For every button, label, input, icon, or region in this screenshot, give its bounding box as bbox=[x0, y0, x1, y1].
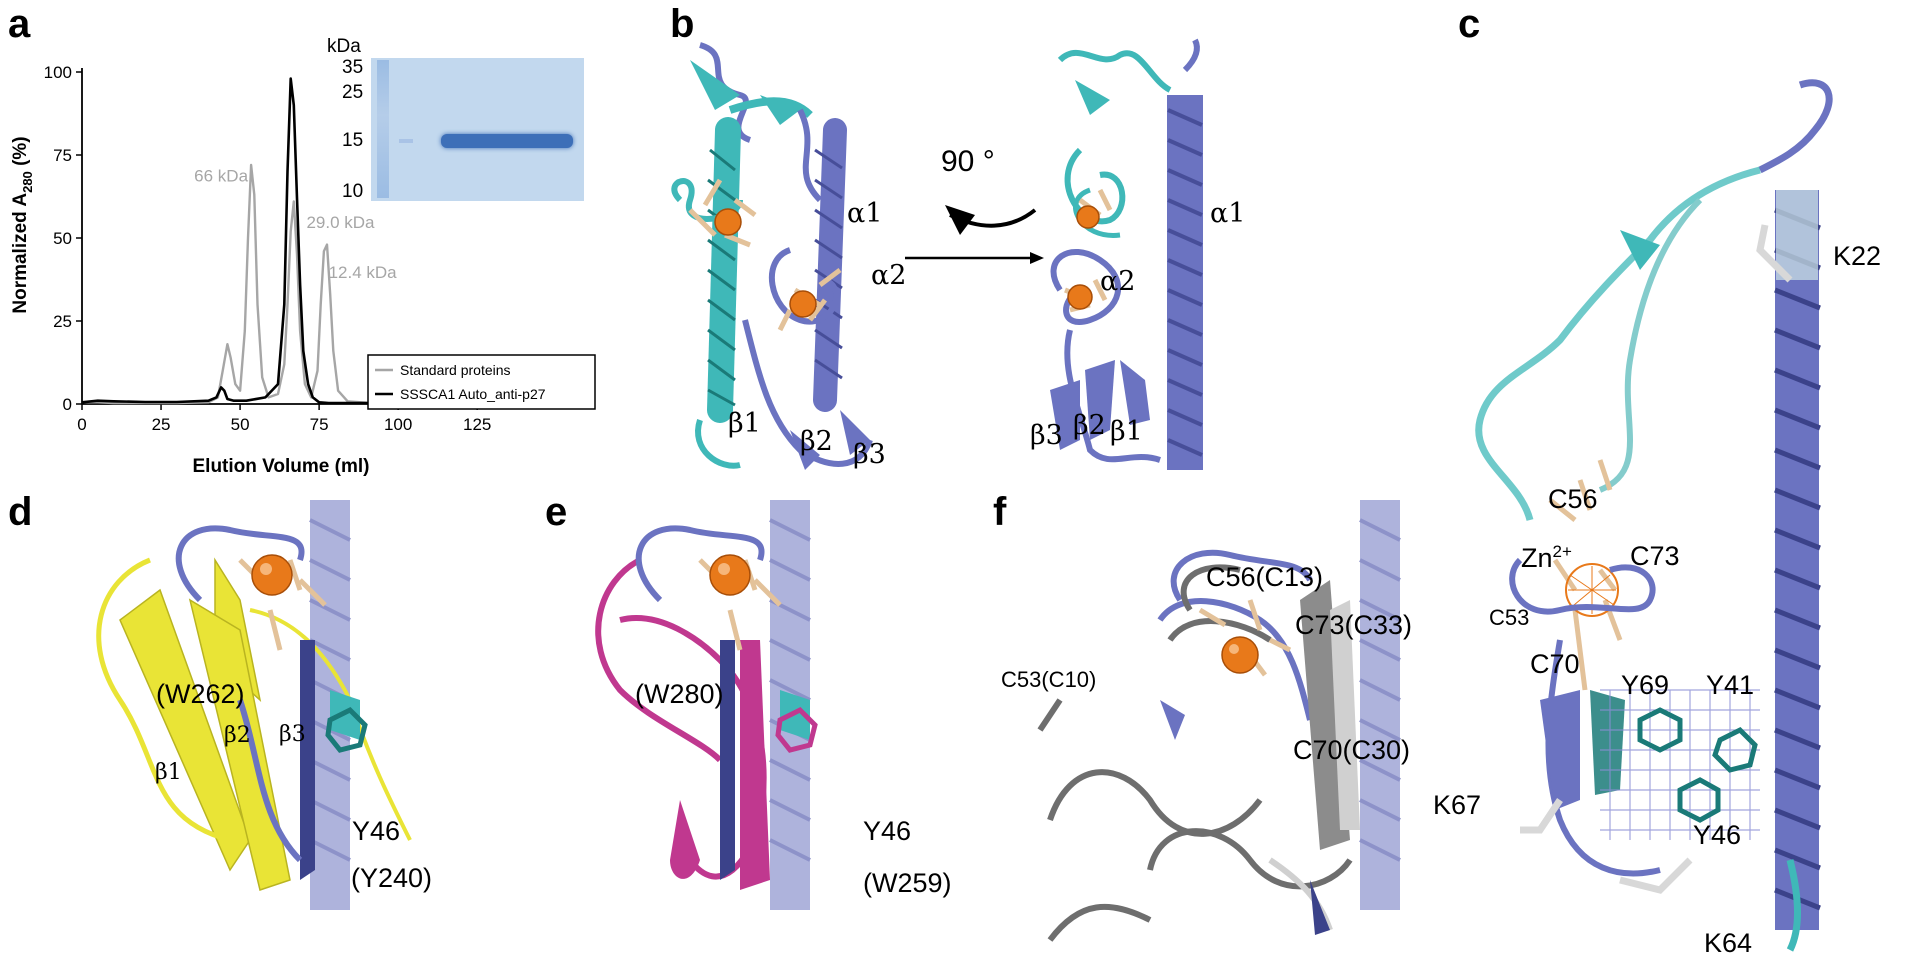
y-tick-label: 75 bbox=[53, 146, 72, 165]
d-label-Y240: (Y240) bbox=[351, 863, 433, 893]
panel-label-f: f bbox=[993, 490, 1007, 534]
x-tick-label: 100 bbox=[384, 415, 412, 434]
series-sssca1 bbox=[81, 77, 478, 405]
gel-marker-lane bbox=[377, 60, 389, 198]
c-label-K67: K67 bbox=[1433, 790, 1482, 820]
panel-f-structure bbox=[1037, 500, 1401, 942]
gel-marker-25: 25 bbox=[342, 82, 364, 103]
b-left-beta1: β1 bbox=[728, 408, 761, 439]
x-axis-label: Elution Volume (ml) bbox=[193, 456, 370, 477]
b-right-beta2: β2 bbox=[1073, 410, 1106, 441]
y-axis-label-main: Normalized A bbox=[10, 193, 31, 314]
panel-label-c: c bbox=[1458, 2, 1481, 46]
c-label-Y41: Y41 bbox=[1706, 670, 1755, 700]
b-right-beta1: β1 bbox=[1110, 416, 1143, 447]
b-right-alpha1: α1 bbox=[1210, 198, 1246, 229]
peak-annotation: 29.0 kDa bbox=[306, 213, 375, 232]
x-tick-label: 75 bbox=[310, 415, 329, 434]
d-label-beta2: β2 bbox=[224, 723, 251, 748]
b-right-alpha2: α2 bbox=[1100, 266, 1136, 297]
f-label-C70: C70(C30) bbox=[1293, 735, 1411, 765]
e-label-W259: (W259) bbox=[863, 868, 952, 898]
gel-marker-15: 15 bbox=[342, 130, 364, 151]
c-label-C56: C56 bbox=[1548, 484, 1598, 514]
panel-label-e: e bbox=[545, 490, 568, 534]
d-label-Y46: Y46 bbox=[352, 816, 401, 846]
c-label-C70: C70 bbox=[1530, 649, 1580, 679]
panel-label-d: d bbox=[8, 490, 33, 534]
gel-band bbox=[441, 134, 573, 148]
y-tick-label: 25 bbox=[53, 312, 72, 331]
panel-e-structure bbox=[595, 500, 818, 910]
chart-series bbox=[81, 77, 478, 405]
y-tick-label: 100 bbox=[44, 63, 72, 82]
elution-chart: 0 25 50 75 100 125 0 25 50 75 100 66 kDa 29.0 kDa 12… bbox=[10, 63, 596, 477]
c-label-C73: C73 bbox=[1630, 541, 1680, 571]
x-tick-label: 25 bbox=[152, 415, 171, 434]
f-label-C53: C53(C10) bbox=[1001, 667, 1097, 692]
c-label-zn-sup: 2+ bbox=[1552, 542, 1572, 561]
b-right-beta3: β3 bbox=[1030, 420, 1063, 451]
c-label-C53: C53 bbox=[1489, 605, 1530, 630]
panel-label-a: a bbox=[8, 2, 31, 46]
peak-annotation: 12.4 kDa bbox=[329, 263, 398, 282]
b-left-alpha1: α1 bbox=[847, 198, 883, 229]
chart-annotations: 66 kDa 29.0 kDa 12.4 kDa bbox=[194, 167, 397, 282]
d-label-beta1: β1 bbox=[155, 760, 182, 785]
f-label-C56: C56(C13) bbox=[1206, 562, 1324, 592]
panel-b-right-structure bbox=[1050, 38, 1203, 470]
c-label-K64: K64 bbox=[1704, 928, 1753, 958]
y-tick-label: 0 bbox=[63, 395, 72, 414]
x-tick-label: 0 bbox=[77, 415, 86, 434]
c-label-Y69: Y69 bbox=[1621, 670, 1670, 700]
panel-c-structure bbox=[1475, 79, 1833, 952]
e-label-W280: (W280) bbox=[635, 679, 724, 709]
x-tick-label: 50 bbox=[231, 415, 250, 434]
c-label-Y46: Y46 bbox=[1693, 820, 1742, 850]
gel-marker-35: 35 bbox=[342, 57, 364, 78]
gel-unit-label: kDa bbox=[327, 36, 361, 57]
chart-legend: Standard proteins SSSCA1 Auto_anti-p27 bbox=[367, 354, 596, 410]
gel-faint-band bbox=[399, 139, 413, 143]
legend-item-standard: Standard proteins bbox=[400, 362, 511, 378]
gel-marker-10: 10 bbox=[342, 181, 364, 202]
y-axis-label-sub: 280 bbox=[20, 171, 35, 193]
c-label-K22: K22 bbox=[1833, 241, 1882, 271]
y-tick-label: 50 bbox=[53, 229, 72, 248]
c-label-zn: Zn2+ bbox=[1521, 543, 1572, 572]
y-axis-label: Normalized A280 (%) bbox=[10, 136, 35, 313]
b-left-beta3: β3 bbox=[853, 439, 886, 470]
panel-d-structure bbox=[96, 500, 412, 910]
f-label-C73: C73(C33) bbox=[1295, 610, 1413, 640]
panel-label-b: b bbox=[670, 2, 695, 46]
peak-annotation: 66 kDa bbox=[194, 167, 248, 186]
y-axis-label-tail: (%) bbox=[10, 136, 31, 171]
rotation-arrow bbox=[905, 205, 1044, 264]
x-tick-label: 125 bbox=[463, 415, 491, 434]
b-left-beta2: β2 bbox=[800, 426, 833, 457]
c-label-zn-main: Zn bbox=[1521, 543, 1553, 573]
d-label-beta3: β3 bbox=[279, 722, 306, 747]
rotation-label: 90 ° bbox=[941, 145, 995, 178]
legend-item-sssca1: SSSCA1 Auto_anti-p27 bbox=[400, 386, 546, 402]
d-label-W262: (W262) bbox=[156, 679, 245, 709]
panel-b-left-structure bbox=[671, 42, 873, 470]
gel-inset bbox=[371, 58, 584, 201]
e-label-Y46: Y46 bbox=[863, 816, 912, 846]
b-left-alpha2: α2 bbox=[871, 260, 907, 291]
